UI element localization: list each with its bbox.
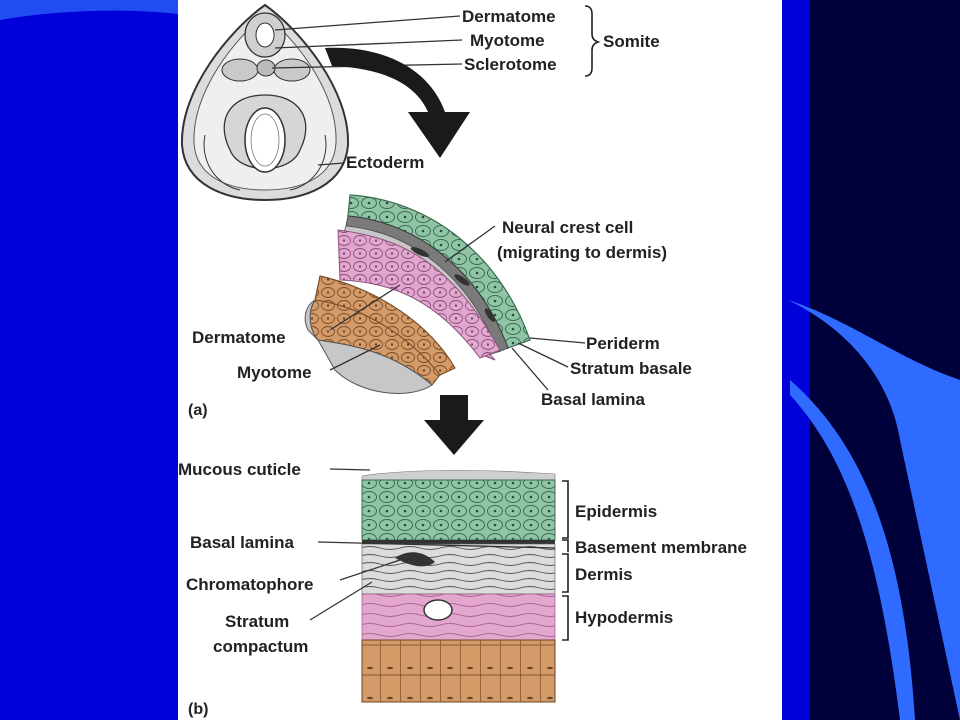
- a-label-basal-lamina: Basal lamina: [541, 390, 645, 409]
- b-label-epidermis: Epidermis: [575, 502, 657, 521]
- bracket-dermis: [562, 553, 569, 593]
- leader-chromatophore: [339, 559, 401, 581]
- leader-dermatome-top: [274, 15, 461, 31]
- b-label-basement-membrane: Basement membrane: [575, 538, 747, 557]
- a-label-myotome: Myotome: [237, 363, 312, 382]
- curved-arrow: [325, 47, 470, 158]
- a-label-dermatome: Dermatome: [192, 328, 286, 347]
- b-label-chromatophore: Chromatophore: [186, 575, 314, 594]
- bracket-basement-membrane: [562, 539, 569, 552]
- part-a-skin-section: [304, 194, 531, 394]
- b-label-hypodermis: Hypodermis: [575, 608, 673, 627]
- leader-a-dermatome: [329, 284, 401, 331]
- leader-periderm: [529, 337, 586, 344]
- embryo-label-somite: Somite: [603, 32, 660, 51]
- right-accent-swoosh-2: [790, 380, 915, 720]
- leader-basal-lamina-a: [511, 347, 549, 391]
- embryo-label-sclerotome: Sclerotome: [464, 55, 557, 74]
- right-accent-swoosh: [788, 300, 960, 720]
- bracket-hypodermis: [562, 595, 569, 641]
- leader-stratum-compactum: [309, 581, 373, 621]
- leader-a-myotome: [329, 344, 381, 371]
- down-arrow: [424, 395, 484, 455]
- top-left-accent: [0, 0, 178, 20]
- leader-basal-lamina-b: [317, 541, 556, 549]
- embryo-label-dermatome: Dermatome: [462, 7, 556, 26]
- leader-ectoderm: [317, 162, 345, 166]
- embryo-label-ectoderm: Ectoderm: [346, 153, 424, 172]
- bracket-epidermis: [562, 480, 569, 539]
- b-label-basal-lamina: Basal lamina: [190, 533, 294, 552]
- a-label-neural-crest-note: (migrating to dermis): [497, 243, 667, 262]
- embryo-cross-section: [180, 3, 350, 202]
- a-label-stratum-basale: Stratum basale: [570, 359, 692, 378]
- panel-letter-b: (b): [188, 701, 208, 718]
- b-label-dermis: Dermis: [575, 565, 633, 584]
- leader-myotome-top: [274, 39, 463, 49]
- b-label-mucous-cuticle: Mucous cuticle: [178, 460, 301, 479]
- a-label-neural-crest: Neural crest cell: [502, 218, 633, 237]
- a-label-periderm: Periderm: [586, 334, 660, 353]
- leader-stratum-basale: [517, 342, 569, 368]
- part-b-skin-section: [361, 470, 556, 703]
- embryo-label-myotome: Myotome: [470, 31, 545, 50]
- b-label-stratum: Stratum: [225, 612, 289, 631]
- somite-bracket: [584, 5, 601, 77]
- panel-letter-a: (a): [188, 402, 208, 419]
- leader-mucous-cuticle: [329, 468, 371, 471]
- b-label-compactum: compactum: [213, 637, 308, 656]
- leader-neural-crest: [444, 225, 496, 263]
